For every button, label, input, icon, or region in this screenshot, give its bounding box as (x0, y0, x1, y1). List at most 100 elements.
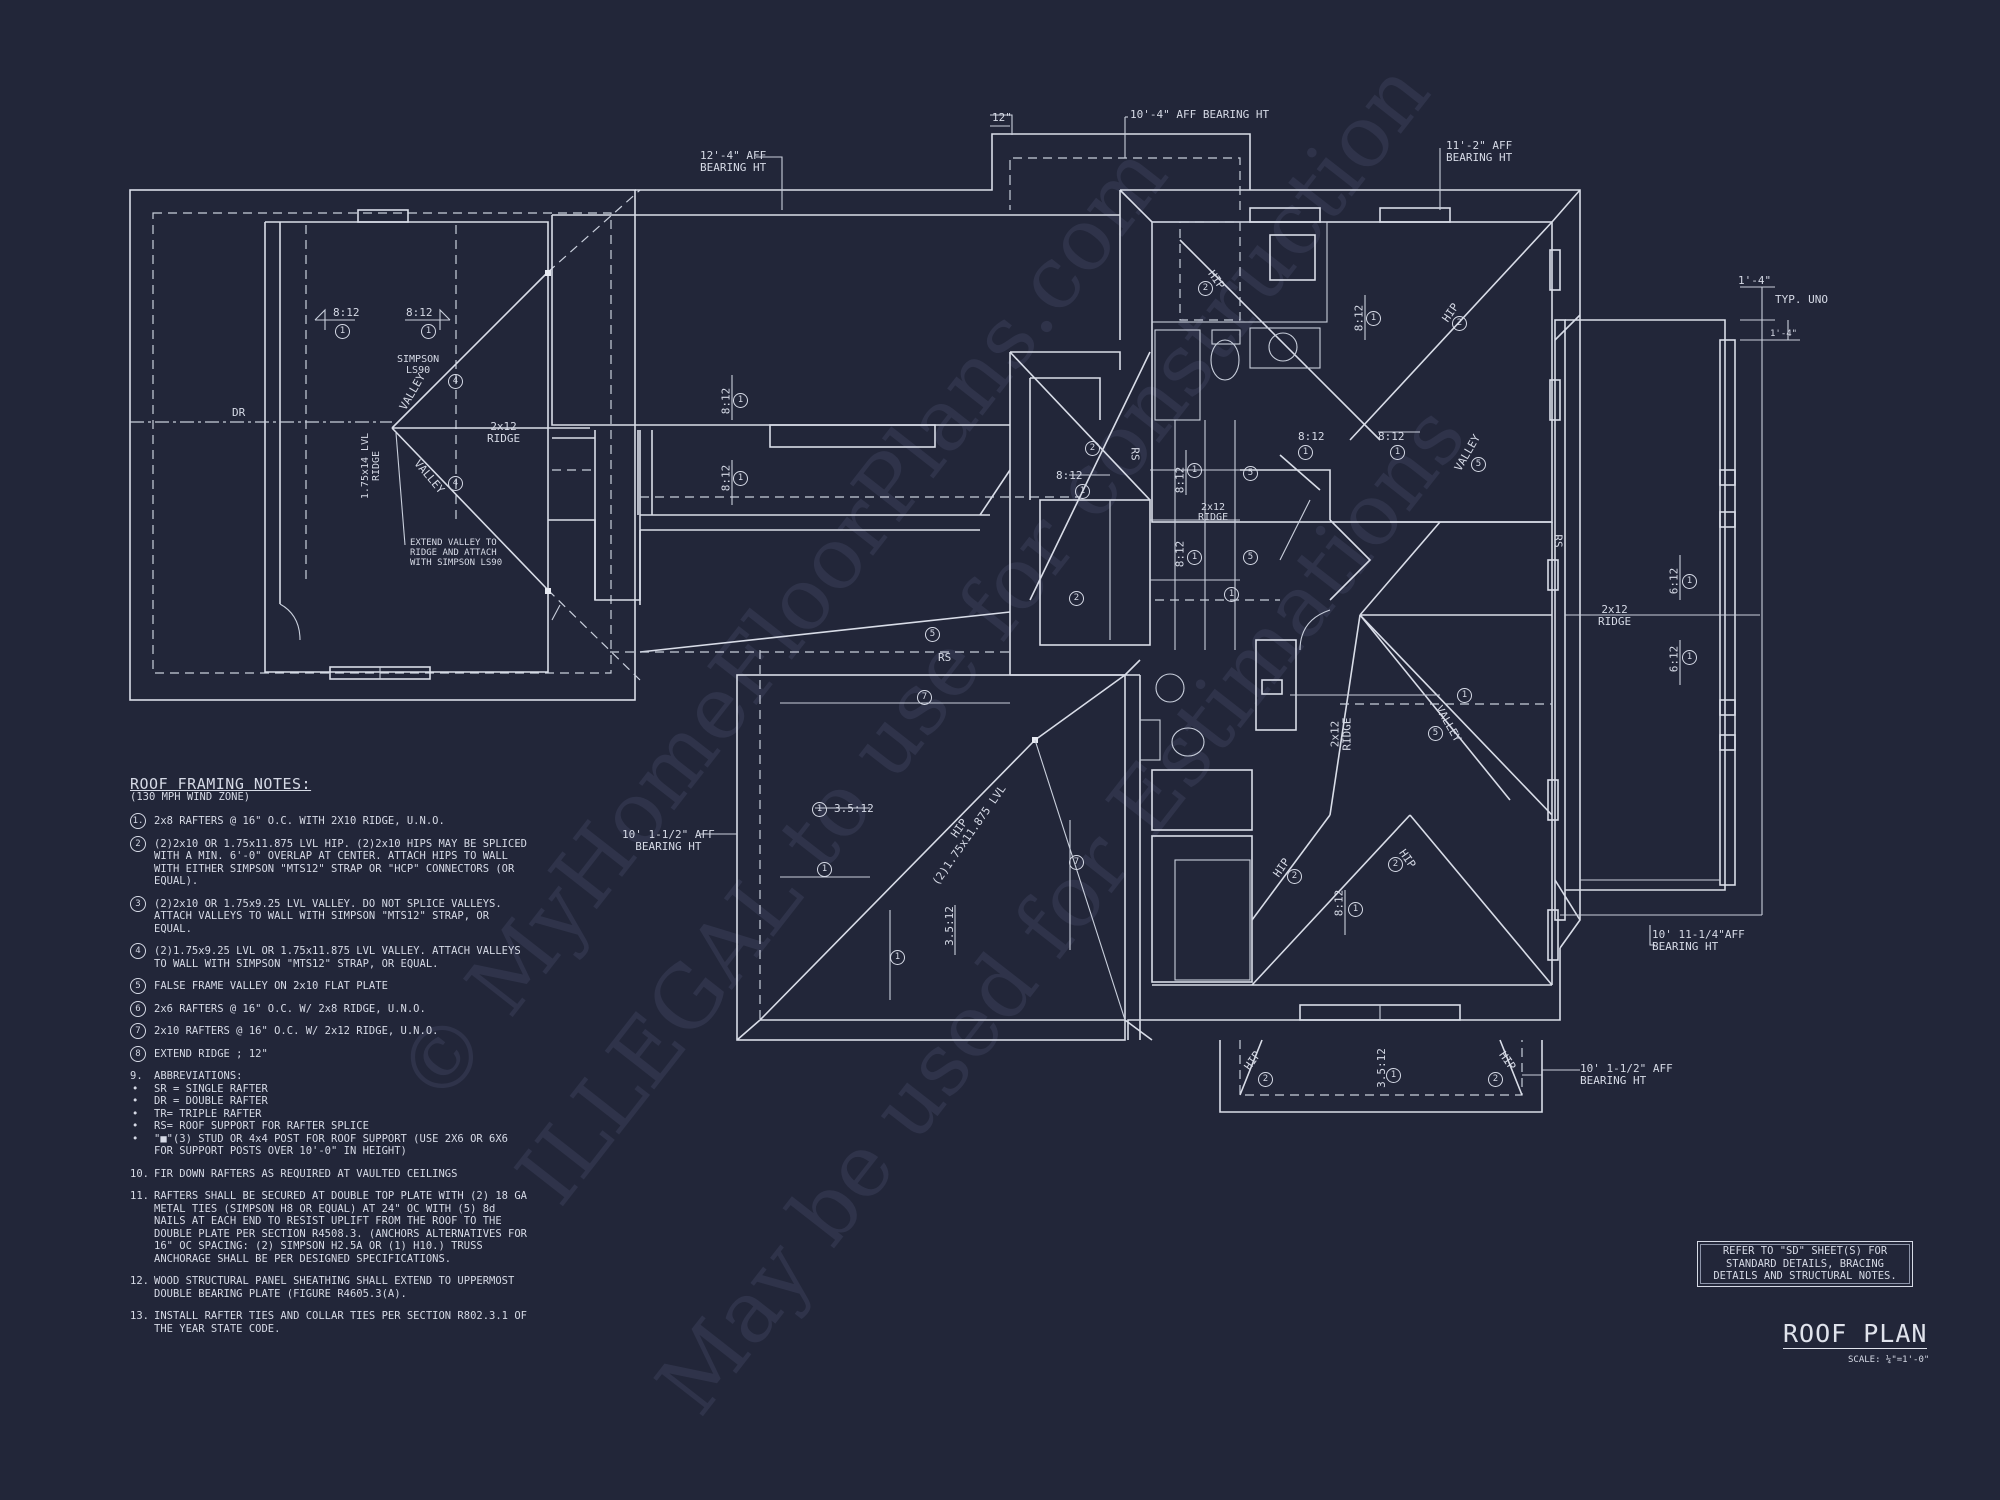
note-ref-marker: 5 (1471, 457, 1486, 472)
notes-subheading: (130 MPH WIND ZONE) (130, 790, 251, 803)
note-text: FIR DOWN RAFTERS AS REQUIRED AT VAULTED … (154, 1167, 458, 1180)
hip-lvl-label: HIP (2)1.75x11.875 LVL (921, 776, 1009, 888)
note-ref-marker: 1 (733, 393, 748, 408)
note-item: 4 (2)1.75x9.25 LVL OR 1.75x11.875 LVL VAL… (130, 943, 530, 970)
bearing-8-line-1: 10' 1-1/2" AFF (622, 828, 715, 841)
ridge-size: 2x12 (1601, 603, 1628, 616)
bearing-label-5: 1'-4" (1738, 274, 1772, 287)
reference-line-1: REFER TO "SD" SHEET(S) FOR (1722, 1245, 1888, 1257)
bearing-label-7: 1'-4" (1770, 329, 1798, 339)
note-item: 13.INSTALL RAFTER TIES AND COLLAR TIES P… (130, 1310, 530, 1335)
note-ref-marker: 1 (1386, 1068, 1401, 1083)
bearing-10-line-1: 10' 1-1/2" AFF (1580, 1062, 1673, 1075)
note-ref-marker: 2 (1488, 1072, 1503, 1087)
note-ref-marker: 2 (1198, 281, 1213, 296)
ridge-2x12-stair: 2x12 RIDGE (1198, 503, 1228, 523)
note-text: 2x6 RAFTERS @ 16" O.C. W/ 2x8 RIDGE, U.N… (154, 1002, 426, 1015)
note-ref-marker: 2 (1085, 441, 1100, 456)
note-number: 6 (130, 1000, 146, 1017)
pitch-label: 8:12 (1352, 304, 1366, 332)
hip-label: HIP (1241, 1048, 1264, 1073)
abbreviation-item: "■"(3) STUD OR 4x4 POST FOR ROOF SUPPORT… (132, 1133, 530, 1158)
bearing-1-line-2: BEARING HT (700, 161, 767, 174)
note-ref-marker: 2 (1258, 1072, 1273, 1087)
note-ref-marker: 1 (1682, 650, 1697, 665)
note-number: 13. (130, 1310, 149, 1322)
bearing-4-line-2: BEARING HT (1446, 151, 1513, 164)
pitch-label: 8:12 (719, 387, 733, 415)
left-wing-roof (129, 189, 641, 701)
pitch-label: 3.5:12 (834, 802, 874, 815)
note-ref-marker: 2 (1388, 857, 1403, 872)
note-ref-marker: 7 (1069, 855, 1084, 870)
hip-lvl-line-2: (2)1.75x11.875 LVL (929, 782, 1009, 888)
bearing-label-10: 10' 1-1/2" AFF BEARING HT (1580, 1063, 1673, 1087)
bottom-porch-roof (1219, 1039, 1580, 1113)
note-item: 10.FIR DOWN RAFTERS AS REQUIRED AT VAULT… (130, 1168, 530, 1181)
bearing-label-6: TYP. UNO (1775, 293, 1828, 306)
sheet-title: ROOF PLAN (1783, 1319, 1928, 1349)
note-ref-marker: 2 (1452, 316, 1467, 331)
extend-line-3: WITH SIMPSON LS90 (410, 558, 503, 568)
ridge-2x12-center: 2x12 RIDGE (1329, 717, 1354, 750)
pitch-label: 8:12 (406, 306, 433, 319)
abbreviations-title: ABBREVIATIONS: (154, 1070, 243, 1082)
note-number: 1. (130, 813, 146, 829)
note-item: 6 2x6 RAFTERS @ 16" O.C. W/ 2x8 RIDGE, U.… (130, 1000, 530, 1017)
pitch-label: 3.5:12 (942, 906, 956, 946)
note-ref-marker: 2 (1287, 869, 1302, 884)
right-main-roof (1127, 286, 1800, 1040)
note-text: (2)2x10 OR 1.75x11.875 LVL HIP. (2)2x10 … (154, 837, 527, 888)
note-ref-marker: 1 (1348, 902, 1363, 917)
note-number: 2 (130, 835, 146, 852)
note-number: 9. (130, 1070, 143, 1082)
abbreviation-item: TR= TRIPLE RAFTER (132, 1108, 530, 1121)
note-ref-marker: 5 (1243, 550, 1258, 565)
bearing-label-4: 11'-2" AFF BEARING HT (1446, 140, 1512, 164)
note-number: 4 (130, 943, 146, 959)
note-ref-marker: 1 (1075, 484, 1090, 499)
note-text: WOOD STRUCTURAL PANEL SHEATHING SHALL EX… (154, 1275, 515, 1300)
dr-label: DR (232, 406, 246, 419)
bearing-8-line-2: BEARING HT (635, 840, 702, 853)
bearing-label-2: 12" (992, 111, 1012, 124)
bearing-label-1: 12'-4" AFF BEARING HT (700, 150, 766, 174)
pitch-label: 8:12 (333, 306, 360, 319)
lower-roof (736, 650, 1153, 1041)
note-ref-marker: 1 (1187, 550, 1202, 565)
bearing-label-9: 10' 11-1/4"AFF BEARING HT (1652, 929, 1745, 953)
simpson-ls90-label: SIMPSON LS90 (397, 354, 439, 376)
note-ref-marker: 1 (1366, 311, 1381, 326)
pitch-label: 8:12 (1173, 540, 1187, 568)
bearing-leaders (700, 114, 1655, 1071)
note-ref-marker: 1 (421, 324, 436, 339)
note-ref-marker: 4 (448, 374, 463, 389)
pitch-label: 8:12 (1332, 889, 1346, 917)
extend-line-2: RIDGE AND ATTACH (410, 548, 497, 558)
note-ref-marker: 1 (1187, 463, 1202, 478)
extend-valley-note: EXTEND VALLEY TO RIDGE AND ATTACH WITH S… (410, 538, 502, 568)
pitch-label: 6:12 (1667, 567, 1681, 595)
bearing-1-line-1: 12'-4" AFF (700, 149, 767, 162)
lvl-ridge-label: 1.75x14 LVL RIDGE (360, 433, 382, 499)
note-ref-marker: 1 (1390, 445, 1405, 460)
note-ref-marker: 1 (817, 862, 832, 877)
note-number: 12. (130, 1275, 149, 1287)
ridge-size: 2x12 (1201, 502, 1226, 513)
abbreviation-item: SR = SINGLE RAFTER (132, 1083, 530, 1096)
note-number: 11. (130, 1190, 149, 1202)
extend-line-1: EXTEND VALLEY TO (410, 538, 497, 548)
note-item: 11.RAFTERS SHALL BE SECURED AT DOUBLE TO… (130, 1190, 530, 1265)
note-ref-marker: 1 (1298, 445, 1313, 460)
bearing-label-8: 10' 1-1/2" AFF BEARING HT (622, 829, 715, 853)
hip-label: HIP (1496, 1048, 1519, 1073)
note-item: 2 (2)2x10 OR 1.75x11.875 LVL HIP. (2)2x10… (130, 835, 530, 888)
note-text: (2)1.75x9.25 LVL OR 1.75x11.875 LVL VALL… (154, 945, 521, 970)
note-item: 12. WOOD STRUCTURAL PANEL SHEATHING SHALL… (130, 1275, 530, 1300)
rs-label: RS (1128, 447, 1142, 461)
note-text: 2x8 RAFTERS @ 16" O.C. WITH 2X10 RIDGE, … (154, 815, 445, 827)
reference-line-3: DETAILS AND STRUCTURAL NOTES. (1713, 1270, 1897, 1282)
note-text: EXTEND RIDGE ; 12" (154, 1047, 268, 1060)
